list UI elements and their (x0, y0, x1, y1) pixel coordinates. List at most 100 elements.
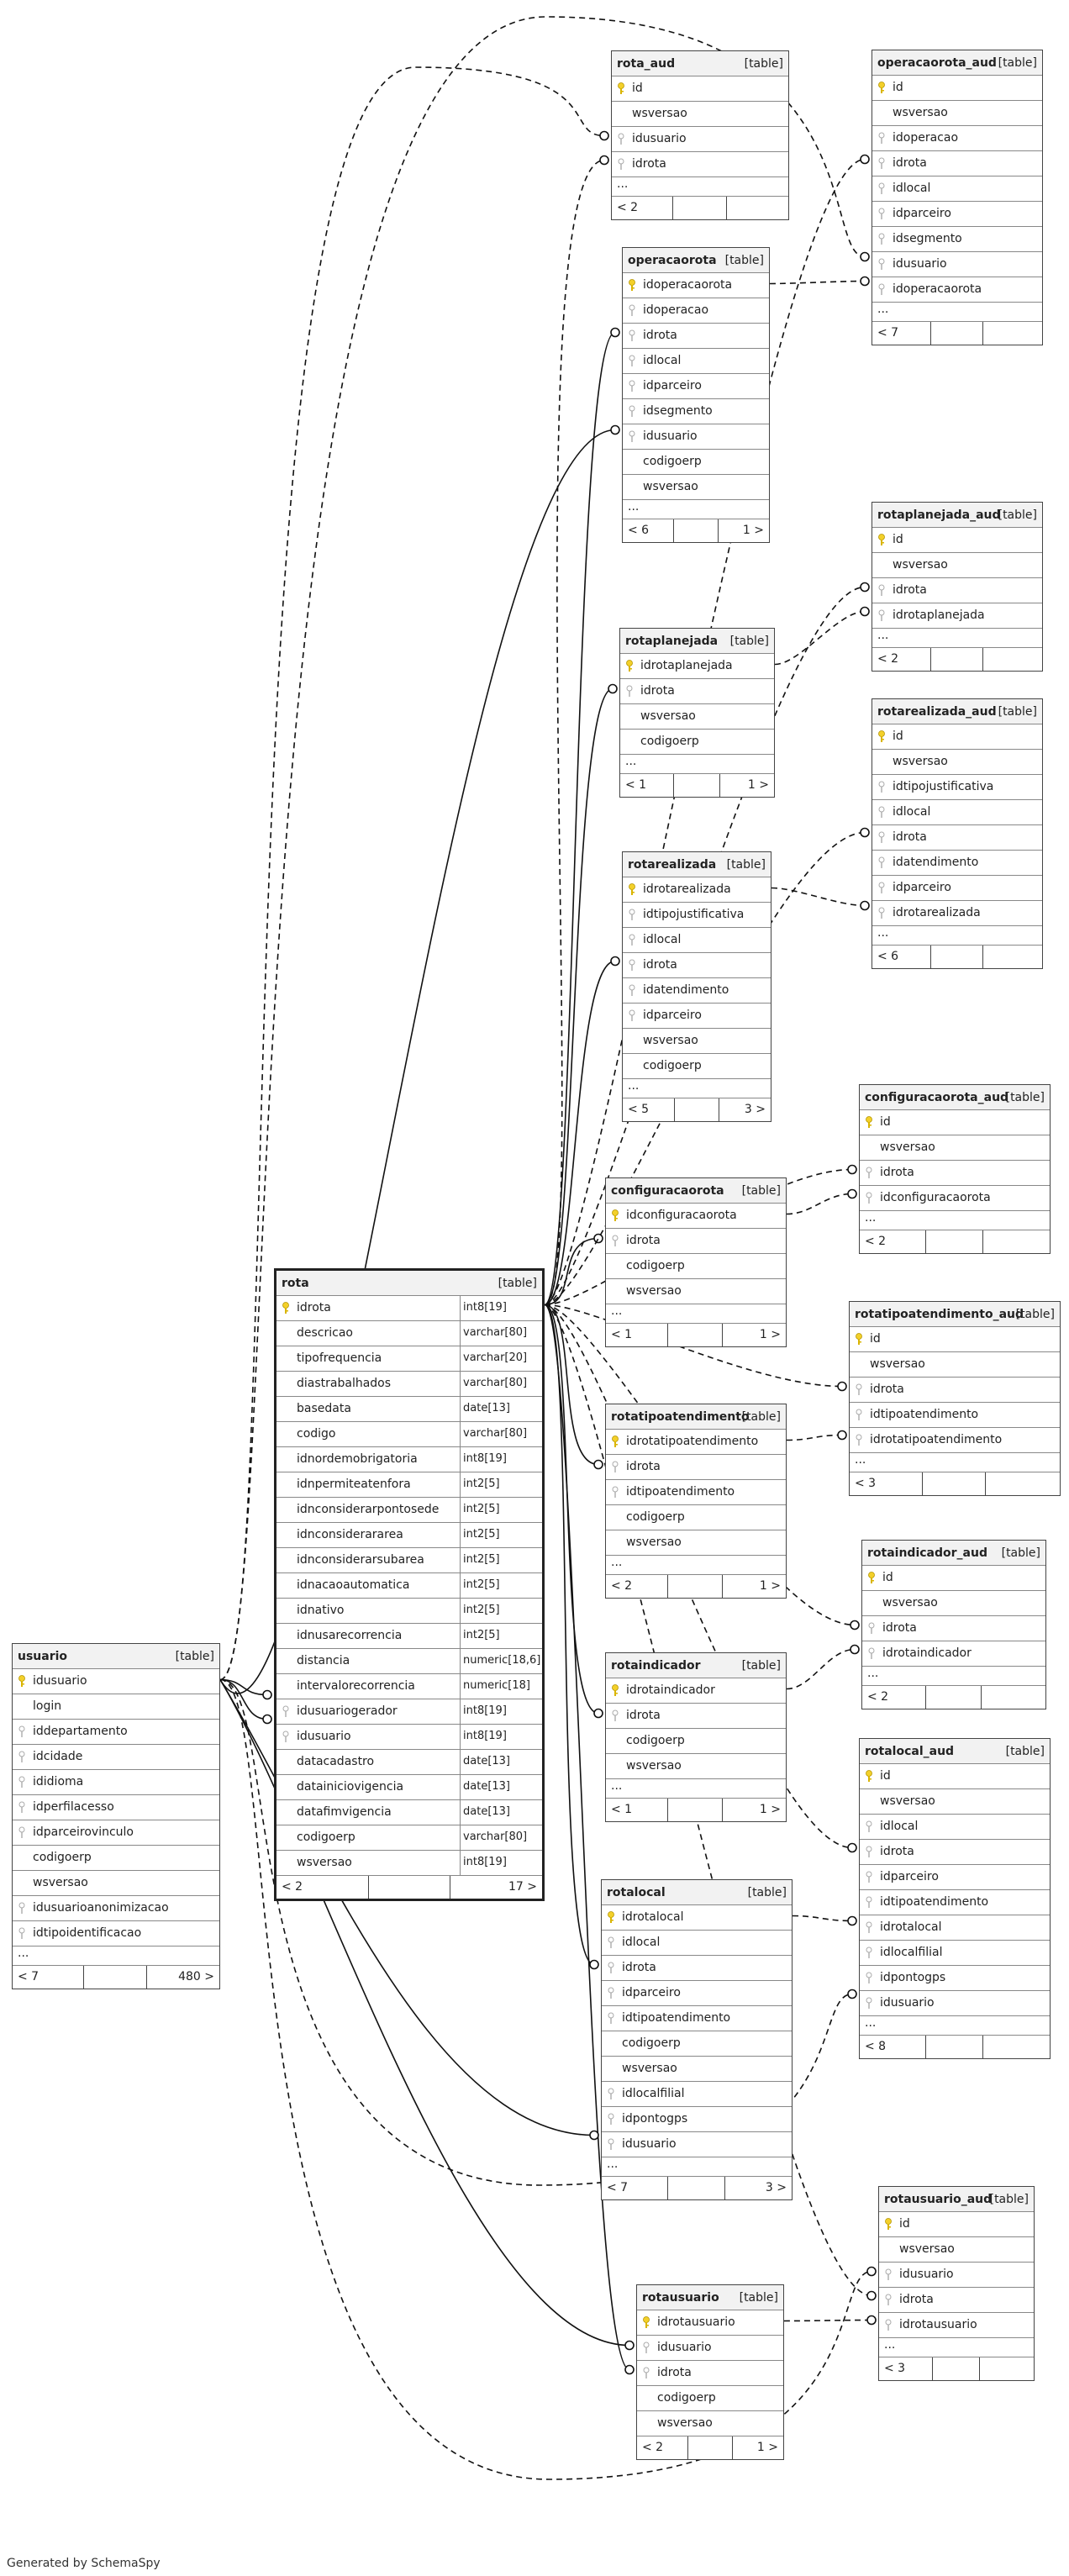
table-header: rotarealizada_aud[table] (872, 699, 1042, 724)
column-name: idrota (893, 156, 927, 170)
column-row: idtipoatendimento (602, 2006, 792, 2031)
parent-count: < 7 (877, 326, 899, 340)
foreign-key-icon (627, 959, 637, 972)
column-separator (460, 1649, 461, 1673)
column-name: idtipoidentificacao (33, 1926, 142, 1940)
column-type: int2[5] (463, 1553, 500, 1566)
column-separator (460, 1775, 461, 1799)
column-separator (460, 1548, 461, 1572)
foreign-key-icon (877, 157, 887, 170)
column-name: idatendimento (893, 856, 979, 869)
column-row: codigoerp (620, 730, 774, 755)
table-footer: < 6 (872, 946, 1042, 968)
relationship-end-marker (847, 1842, 857, 1853)
table-name: usuario (18, 1650, 68, 1663)
column-row: idrotarealizada (872, 901, 1042, 926)
column-row: idpontogps (602, 2107, 792, 2132)
column-row: codigoerp (637, 2386, 783, 2411)
aud-link-operacaorota_aud (769, 280, 866, 285)
relationship-end-marker (589, 2130, 599, 2141)
relationship-end-marker (860, 900, 870, 911)
table-name: rotatipoatendimento_aud (855, 1308, 1024, 1321)
column-name: ididioma (33, 1775, 84, 1788)
column-row: idrota (606, 1704, 786, 1729)
column-row: idusuario (612, 127, 788, 152)
usuario-rota-link (219, 1678, 268, 1696)
foreign-key-icon (877, 584, 887, 597)
table-type-label: [table] (726, 858, 766, 872)
column-row: idrota (872, 825, 1042, 851)
table-type-label: [table] (1005, 1091, 1045, 1104)
primary-key-icon (610, 1436, 620, 1448)
foreign-key-icon (866, 1622, 877, 1635)
column-row: wsversao (623, 475, 769, 500)
more-indicator: ... (877, 926, 889, 940)
child-count: 1 > (759, 1803, 781, 1816)
column-type: varchar[80] (463, 1326, 528, 1339)
more-indicator: ... (611, 1779, 623, 1793)
foreign-key-icon (616, 158, 626, 171)
foreign-key-icon (17, 1725, 27, 1738)
column-separator (460, 1472, 461, 1497)
column-name: idnconsiderararea (297, 1528, 403, 1541)
footer-divider (982, 1230, 983, 1253)
footer-divider (981, 1686, 982, 1709)
column-name: id (880, 1769, 891, 1783)
table-name: operacaorota (628, 254, 717, 267)
column-row: wsversao (606, 1279, 786, 1304)
column-name: idrotaindicador (882, 1646, 972, 1660)
table-footer: < 3 (879, 2357, 1034, 2380)
column-row: idusuario (872, 252, 1042, 277)
column-name: idtipojustificativa (643, 908, 745, 921)
column-row: codigoerp (602, 2031, 792, 2057)
column-type: date[13] (463, 1780, 510, 1793)
foreign-key-icon (641, 2367, 651, 2379)
primary-key-icon (616, 82, 626, 95)
column-name: idrotaplanejada (640, 659, 733, 672)
parent-count: < 6 (628, 524, 650, 537)
column-name: idcidade (33, 1750, 83, 1763)
column-name: wsversao (893, 106, 948, 119)
column-row: idrotaplanejada (620, 654, 774, 679)
footer-divider (722, 1575, 723, 1598)
primary-key-icon (610, 1684, 620, 1697)
parent-count: < 7 (607, 2181, 629, 2194)
column-name: idpontogps (622, 2112, 688, 2126)
more-columns-row: ... (606, 1779, 786, 1799)
column-name: codigoerp (640, 735, 699, 748)
aud-link-configuracaorota_aud (786, 1193, 853, 1215)
column-row: idtipojustificativa (623, 903, 771, 928)
column-separator (460, 1422, 461, 1446)
foreign-key-icon (610, 1709, 620, 1722)
column-type: int8[19] (463, 1301, 507, 1314)
relationship-end-marker (610, 956, 620, 967)
column-name: wsversao (882, 1596, 938, 1609)
table-type-label: [table] (729, 635, 769, 648)
parent-count: < 3 (884, 2362, 906, 2375)
column-name: wsversao (893, 755, 948, 768)
column-name: codigo (297, 1427, 336, 1441)
more-columns-row: ... (623, 500, 769, 519)
column-name: idrotalocal (622, 1910, 684, 1924)
column-row: idcidade (13, 1745, 219, 1770)
column-name: id (893, 730, 903, 743)
column-name: iddepartamento (33, 1725, 128, 1738)
column-row: wsversao (879, 2237, 1034, 2263)
more-indicator: ... (611, 1556, 623, 1569)
column-name: id (882, 1571, 893, 1584)
foreign-key-icon (864, 1946, 874, 1959)
column-separator (460, 1825, 461, 1850)
foreign-key-icon (627, 909, 637, 921)
column-separator (460, 1725, 461, 1749)
foreign-key-icon (877, 233, 887, 245)
